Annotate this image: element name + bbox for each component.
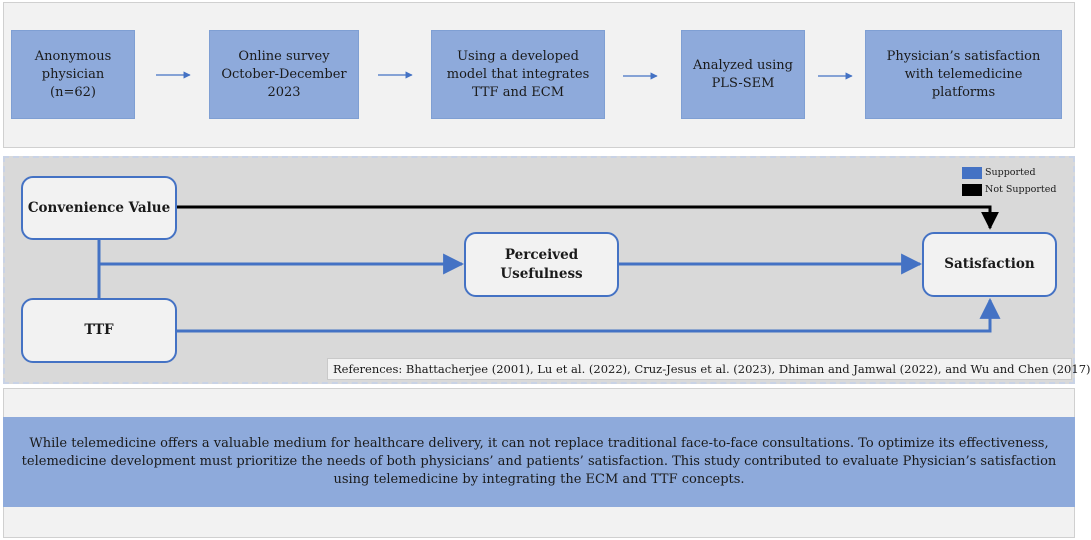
node-satisfaction: Satisfaction: [922, 232, 1057, 297]
summary-text: While telemedicine offers a valuable med…: [21, 436, 1057, 487]
flow-step-analysis: Analyzed using PLS-SEM: [681, 30, 805, 119]
flow-step-participants: Anonymous physician (n=62): [11, 30, 135, 119]
node-perceived-usefulness-label: Perceived Usefulness: [500, 246, 583, 282]
legend-supported: Supported: [962, 164, 1056, 181]
legend-supported-label: Supported: [985, 167, 1036, 178]
legend-not-supported-swatch: [962, 183, 982, 196]
references-box: References: Bhattacherjee (2001), Lu et …: [327, 358, 1091, 380]
legend-not-supported-label: Not Supported: [985, 184, 1057, 195]
references-text: References: Bhattacherjee (2001), Lu et …: [333, 362, 1091, 376]
node-perceived-usefulness: Perceived Usefulness: [464, 232, 619, 297]
arrow-ttf-to-satisfaction: [176, 297, 1001, 333]
flow-step-model: Using a developed model that integrates …: [431, 30, 605, 119]
node-ttf: TTF: [21, 298, 177, 363]
legend-supported-swatch: [962, 166, 982, 179]
flow-step-outcome: Physician’s satisfaction with telemedici…: [865, 30, 1062, 119]
arrow-convenience-to-satisfaction: [176, 205, 999, 230]
node-satisfaction-label: Satisfaction: [944, 256, 1035, 272]
summary-box: While telemedicine offers a valuable med…: [3, 417, 1075, 507]
node-ttf-label: TTF: [84, 322, 114, 338]
flow-step-survey-label: Online survey October-December 2023: [221, 48, 347, 100]
node-convenience-value-label: Convenience Value: [27, 199, 171, 216]
flow-step-analysis-label: Analyzed using PLS-SEM: [693, 57, 793, 91]
legend-not-supported: Not Supported: [962, 181, 1056, 198]
flow-step-participants-label: Anonymous physician (n=62): [34, 48, 112, 100]
legend: Supported Not Supported: [962, 164, 1056, 198]
flow-step-outcome-label: Physician’s satisfaction with telemedici…: [886, 48, 1041, 100]
node-convenience-value: Convenience Value: [21, 176, 177, 240]
flow-step-model-label: Using a developed model that integrates …: [446, 48, 590, 100]
flow-step-survey: Online survey October-December 2023: [209, 30, 359, 119]
